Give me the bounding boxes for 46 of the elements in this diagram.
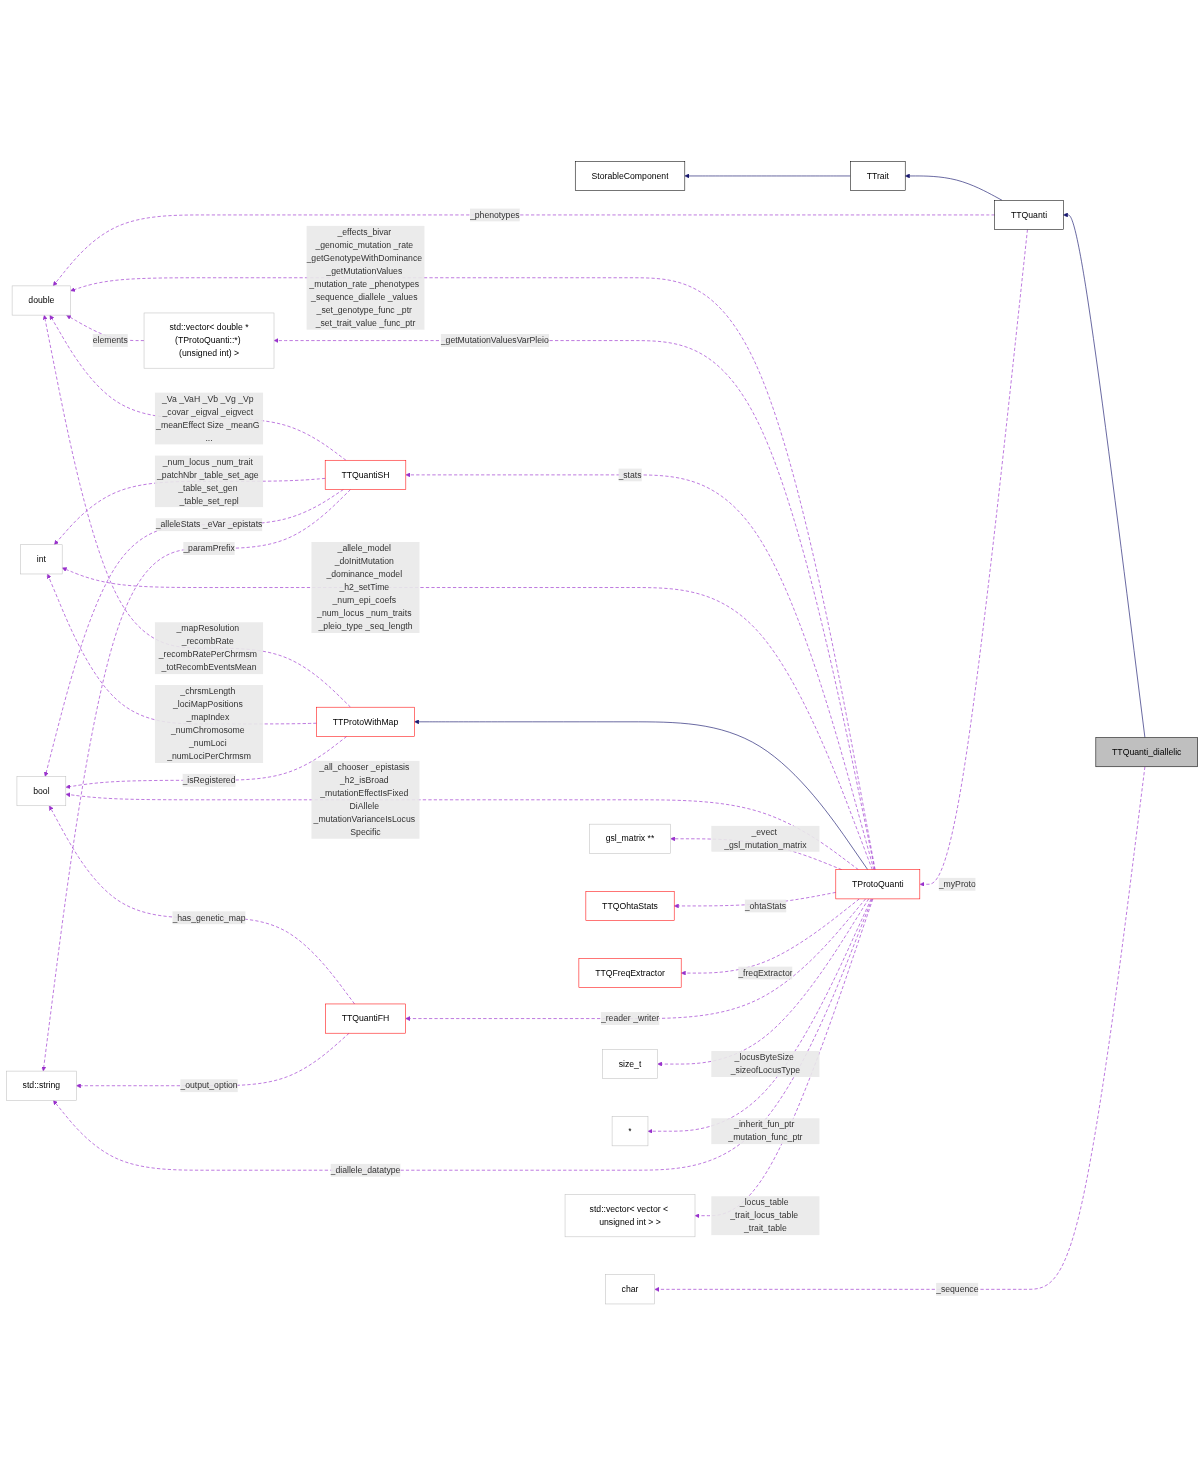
node-box: bool (16, 776, 67, 807)
edge-label: _inherit_fun_ptr _mutation_func_ptr (728, 1120, 803, 1143)
node-box: size_t (602, 1049, 658, 1080)
node-box: TTQOhtaStats (585, 891, 675, 922)
edge-label: _has_genetic_map (172, 913, 246, 923)
node-box: TTQuanti_diallelic (1095, 737, 1198, 768)
edge-label: _paramPrefix (183, 544, 235, 554)
node-box: std::vector< vector < unsigned int > > (564, 1194, 696, 1238)
node-box: std::vector< double *(TProtoQuanti::*) (unsigned int) > (143, 313, 275, 369)
edge-label: _reader _writer (600, 1014, 660, 1024)
node-box: TProtoQuanti (835, 869, 921, 900)
edge-label: _sequence (936, 1284, 979, 1295)
edge-label: elements (92, 336, 128, 346)
edge-label: _chrsmLength _lociMapPositions _mapIndex _numChromosome _numLoci _numLociPerChrmsm (167, 686, 251, 762)
edge-label: _isRegistered (182, 775, 236, 785)
edge-label: _mapResolution _recombRate _recombRatePerChrmsm _totRecombEventsMean (158, 624, 257, 673)
edge-label: _effects_bivar _genomic_mutation _rate _getGenotypeWithDominance _getMutationValues _mutation_rate _phenotypes _sequence_diallele _values _set_genotype_func _ptr _set_trait_value _func_ptr (306, 227, 423, 328)
edge-label: _diallele_datatype (330, 1165, 401, 1175)
edge-label: _output_option (180, 1081, 238, 1091)
edge-label: _alleleStats _eVar _epistats (155, 520, 263, 530)
edge-label: _phenotypes (469, 210, 520, 220)
edge-label: _Va _VaH _Vb _Vg _Vp _covar _eigval _eigvect _meanEffect Size _meanG ... (156, 394, 260, 443)
node-box: TTQuanti (994, 200, 1064, 231)
edge-label: _all_chooser _epistasis _h2_isBroad _mutationEffectIsFixed DiAllele _mutationVarianceIsLocus Specific (313, 762, 416, 837)
edge-label: _allele_model _doInitMutation _dominance_model _h2_setTime _num_epi_coefs _num_locus _num_traits _pleio_type _seq_length (317, 544, 413, 632)
node-box: std::string (6, 1071, 77, 1101)
node-box: TTQuantiFH (325, 1004, 406, 1034)
edge-label: _num_locus _num_trait _patchNbr _table_set_age _table_set_gen _table_set_repl (156, 457, 259, 506)
edge-label: _locus_table _trait_locus_table _trait_table (730, 1198, 799, 1234)
node-box: StorableComponent (575, 161, 686, 192)
edge-label: _getMutationValuesVarPleio (440, 336, 549, 346)
edge-label: _myProto (938, 879, 976, 889)
edge-label: _locusByteSize _sizeofLocusType (730, 1053, 801, 1076)
edge-label: _freqExtractor (738, 968, 793, 978)
node-box: gsl_matrix ** (589, 824, 671, 854)
node-box: double (11, 285, 71, 316)
node-box: * (611, 1116, 649, 1147)
node-box: char (605, 1274, 655, 1305)
node-box: TTProtoWithMap (316, 707, 415, 738)
node-box: TTrait (850, 161, 906, 192)
node-box: int (20, 544, 63, 575)
node-box: TTQuantiSH (324, 460, 407, 491)
node-box: TTQFreqExtractor (578, 958, 682, 989)
edge-label: _stats (618, 470, 642, 480)
edge-label: _ohtaStats (744, 901, 787, 911)
edge-label: _evect _gsl_mutation_matrix (724, 827, 807, 850)
